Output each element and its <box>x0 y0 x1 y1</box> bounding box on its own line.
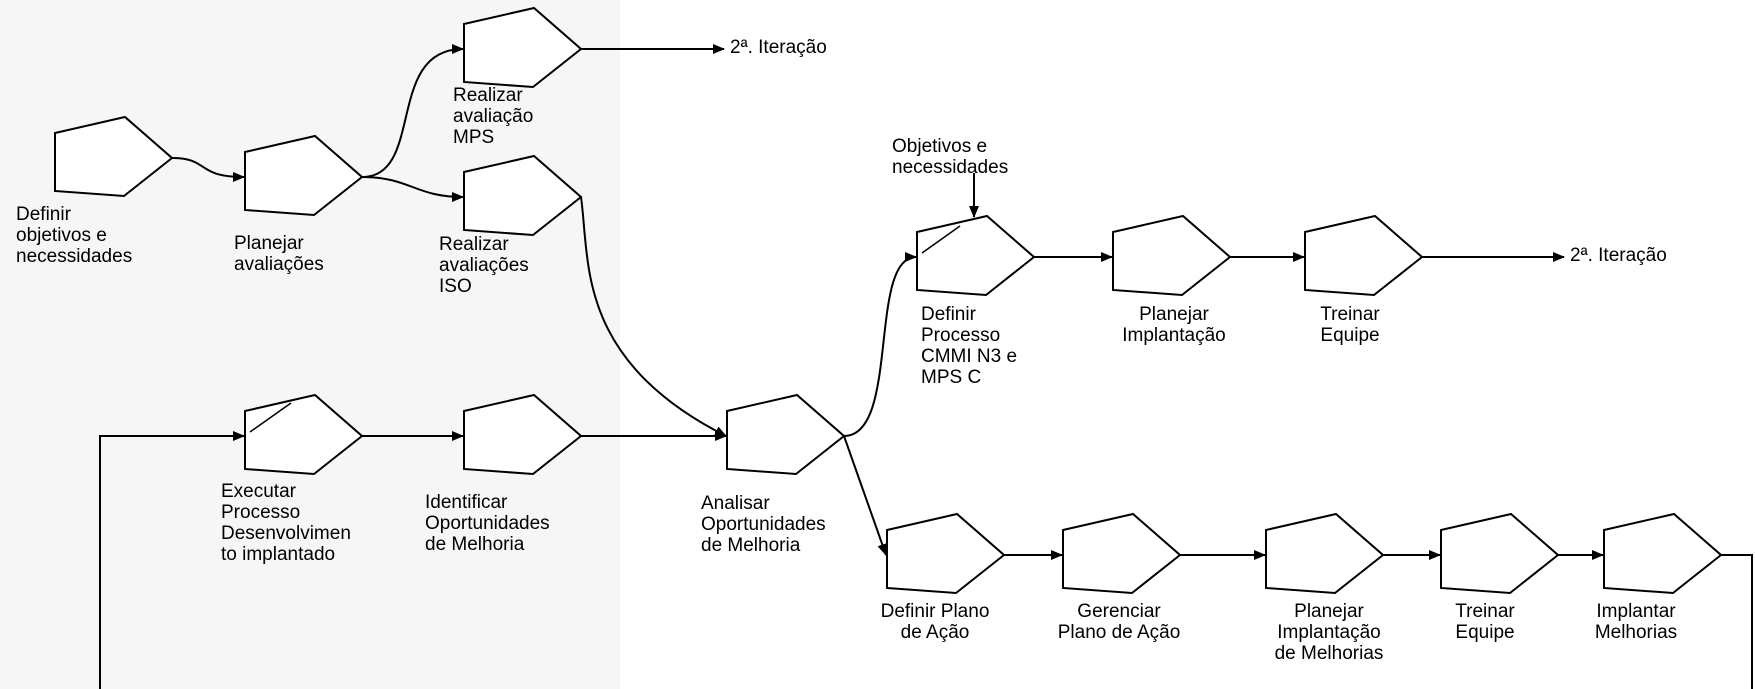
label-planejar-implantacao: Planejar Implantação <box>1122 304 1226 346</box>
step-treinar-equipe-2 <box>1440 512 1560 595</box>
label-identificar-oportunidades: Identificar Oportunidades de Melhoria <box>425 492 550 555</box>
label-treinar-equipe-1: Treinar Equipe <box>1320 304 1380 346</box>
step-analisar-oportunidades <box>726 393 846 476</box>
label-definir-processo: Definir Processo CMMI N3 e MPS C <box>921 304 1018 388</box>
step-gerenciar-plano <box>1062 512 1182 595</box>
connector-implantar-loop-right <box>1721 554 1753 689</box>
slash-mark-executar <box>249 402 292 433</box>
step-planejar-avaliacoes <box>244 134 364 217</box>
step-realizar-iso <box>463 154 583 237</box>
connector-analisar-to-definir-processo <box>843 252 917 437</box>
label-realizar-iso: Realizar avaliações ISO <box>439 234 529 297</box>
step-definir-objetivos <box>54 115 174 198</box>
step-planejar-implantacao-melhorias <box>1265 512 1385 595</box>
label-planejar-implantacao-melhorias: Planejar Implantação de Melhorias <box>1274 601 1384 664</box>
connector-planejar-to-iso <box>361 176 464 202</box>
label-treinar-equipe-2: Treinar Equipe <box>1455 601 1515 643</box>
label-iteracao-right: 2ª. Iteração <box>1570 245 1667 266</box>
slash-mark-definir-processo <box>921 225 961 254</box>
step-identificar-oportunidades <box>463 393 583 476</box>
label-realizar-mps: Realizar avaliação MPS <box>453 85 534 148</box>
connector-objetivos-to-planejar <box>171 157 245 182</box>
label-iteracao-top: 2ª. Iteração <box>730 37 827 58</box>
connector-analisar-to-definir-plano <box>843 435 888 556</box>
step-executar-processo <box>244 393 364 476</box>
label-planejar-avaliacoes: Planejar avaliações <box>234 233 324 275</box>
connector-planejar-to-mps <box>361 44 464 178</box>
connector-loop-to-executar <box>99 431 245 689</box>
label-gerenciar-plano: Gerenciar Plano de Ação <box>1057 601 1181 643</box>
left-shaded-region <box>0 0 620 689</box>
label-executar-processo: Executar Processo Desenvolvimen to impla… <box>221 481 351 565</box>
label-implantar-melhorias: Implantar Melhorias <box>1594 601 1678 643</box>
label-definir-objetivos: Definir objetivos e necessidades <box>16 204 133 267</box>
connector-iso-to-analisar <box>580 196 727 437</box>
label-objetivos-input: Objetivos e necessidades <box>892 136 1009 178</box>
step-planejar-implantacao <box>1112 214 1232 297</box>
label-analisar-oportunidades: Analisar Oportunidades de Melhoria <box>701 493 826 556</box>
step-definir-plano <box>886 512 1006 595</box>
step-definir-processo <box>916 214 1036 297</box>
label-definir-plano: Definir Plano de Ação <box>880 601 990 643</box>
step-realizar-mps <box>463 6 583 89</box>
step-implantar-melhorias <box>1603 512 1723 595</box>
step-treinar-equipe-1 <box>1304 214 1424 297</box>
